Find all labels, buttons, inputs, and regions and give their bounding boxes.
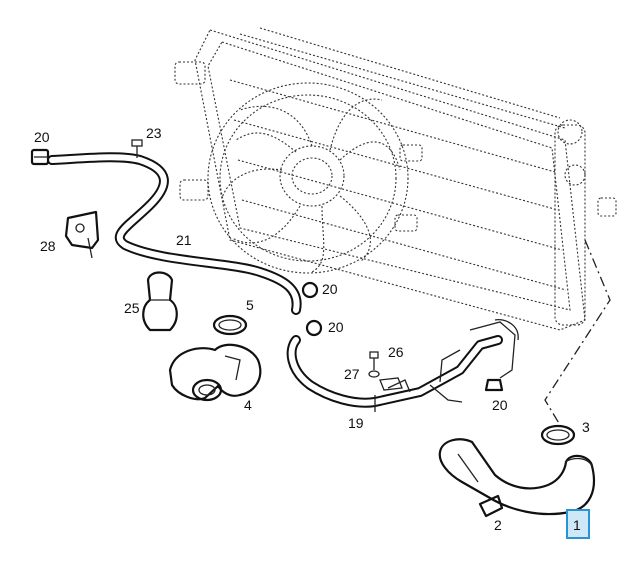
- hose-19: [286, 319, 519, 412]
- radiator-fan-assembly: [174, 27, 617, 331]
- callout-28: 28: [40, 238, 56, 254]
- hose-21: [47, 152, 302, 315]
- bracket-25: [142, 271, 178, 332]
- clip-20-lower: [305, 319, 323, 337]
- clip-2: [478, 494, 504, 518]
- callout-3: 3: [582, 419, 590, 435]
- callout-19: 19: [348, 415, 364, 431]
- hose-1: [438, 438, 596, 516]
- callout-5: 5: [246, 297, 254, 313]
- callout-20-lower: 20: [328, 319, 344, 335]
- clip-20-top-left: [30, 148, 50, 166]
- bolt-23: [131, 139, 143, 158]
- callout-26: 26: [388, 344, 404, 360]
- callout-1: 1: [573, 517, 581, 533]
- callout-20-right: 20: [492, 397, 508, 413]
- callout-20-top-left: 20: [34, 129, 50, 145]
- callout-20-mid: 20: [322, 281, 338, 297]
- callout-27: 27: [344, 366, 360, 382]
- clip-20-right: [484, 378, 504, 392]
- callout-1-box: [566, 509, 590, 539]
- callout-23: 23: [146, 125, 162, 141]
- callout-1-highlighted[interactable]: 1: [566, 509, 590, 539]
- hose-4: [168, 343, 262, 402]
- leader-line-radiator-to-clamp: [544, 239, 611, 426]
- callout-25: 25: [124, 300, 140, 316]
- callout-4: 4: [244, 397, 252, 413]
- bracket-28: [64, 210, 100, 259]
- clamp-5: [212, 314, 248, 336]
- callout-21: 21: [176, 232, 192, 248]
- callout-2: 2: [494, 517, 502, 533]
- clamp-3: [540, 424, 576, 446]
- bolt-26: [369, 351, 379, 370]
- clip-20-mid: [301, 281, 319, 299]
- washer-27: [368, 370, 403, 391]
